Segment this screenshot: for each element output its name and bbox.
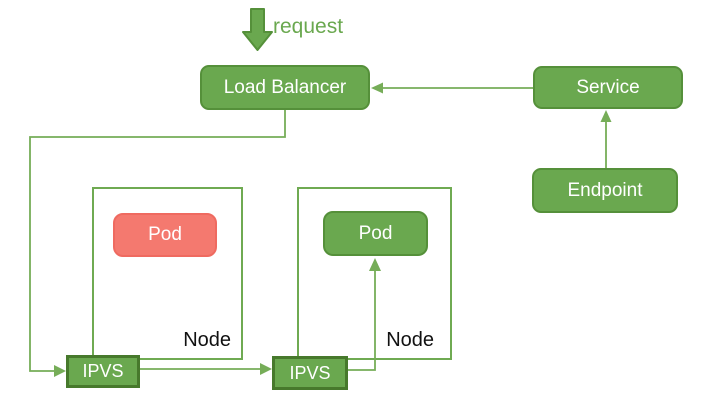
- service-box: Service: [533, 66, 683, 109]
- load-balancer-box: Load Balancer: [200, 65, 370, 110]
- pod-box-red: Pod: [113, 213, 217, 257]
- node-label-right: Node: [386, 329, 434, 351]
- endpoint-box: Endpoint: [532, 168, 678, 213]
- node-box-left: Pod Node: [92, 187, 243, 360]
- request-label: request: [273, 15, 344, 38]
- arrow-service-to-loadbalancer: [371, 82, 533, 94]
- node-label-left: Node: [183, 329, 231, 351]
- request-arrow-icon: [242, 8, 273, 51]
- arrow-ipvs-left-to-ipvs-right: [140, 363, 272, 375]
- pod-box-green: Pod: [323, 211, 428, 256]
- arrow-endpoint-to-service: [600, 110, 612, 168]
- node-box-right: Pod Node: [297, 187, 452, 360]
- ipvs-box-right: IPVS: [272, 356, 348, 390]
- ipvs-box-left: IPVS: [66, 355, 140, 388]
